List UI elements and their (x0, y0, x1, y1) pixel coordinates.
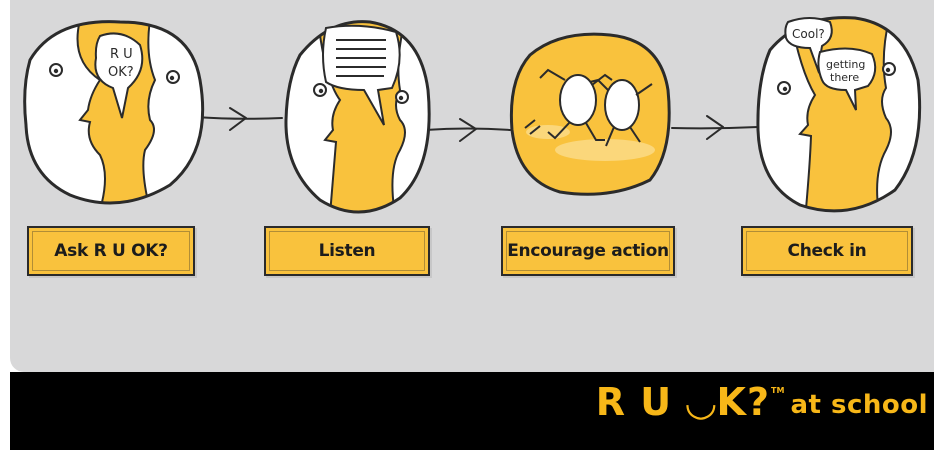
label-listen: Listen (264, 226, 430, 276)
bubble-getting-line2: there (830, 71, 859, 84)
arrow-2-head (460, 119, 476, 141)
arrow-1 (195, 117, 282, 119)
bubble-ask-line1: R U (110, 47, 133, 62)
scene-check-in: Cool? getting there (758, 15, 920, 220)
logo-main-text: R U ◡K? (596, 382, 770, 422)
bubble-ask-line2: OK? (108, 65, 134, 80)
steps-illustration: R U OK? (0, 0, 934, 372)
bubble-cool-text: Cool? (792, 27, 825, 41)
label-check-in: Check in (741, 226, 913, 276)
logo-trademark: TM (771, 386, 784, 395)
label-ask: Ask R U OK? (27, 226, 195, 276)
scene-ask: R U OK? (25, 20, 203, 210)
scene-listen (286, 20, 429, 215)
ruok-at-school-logo: R U ◡K? TM at school (596, 382, 928, 422)
arrow-2 (425, 129, 510, 131)
bubble-getting-line1: getting (826, 58, 865, 71)
arrow-3 (672, 127, 758, 128)
scene-encourage (511, 34, 669, 194)
label-encourage-action: Encourage action (501, 226, 675, 276)
logo-sub-text: at school (790, 388, 928, 422)
